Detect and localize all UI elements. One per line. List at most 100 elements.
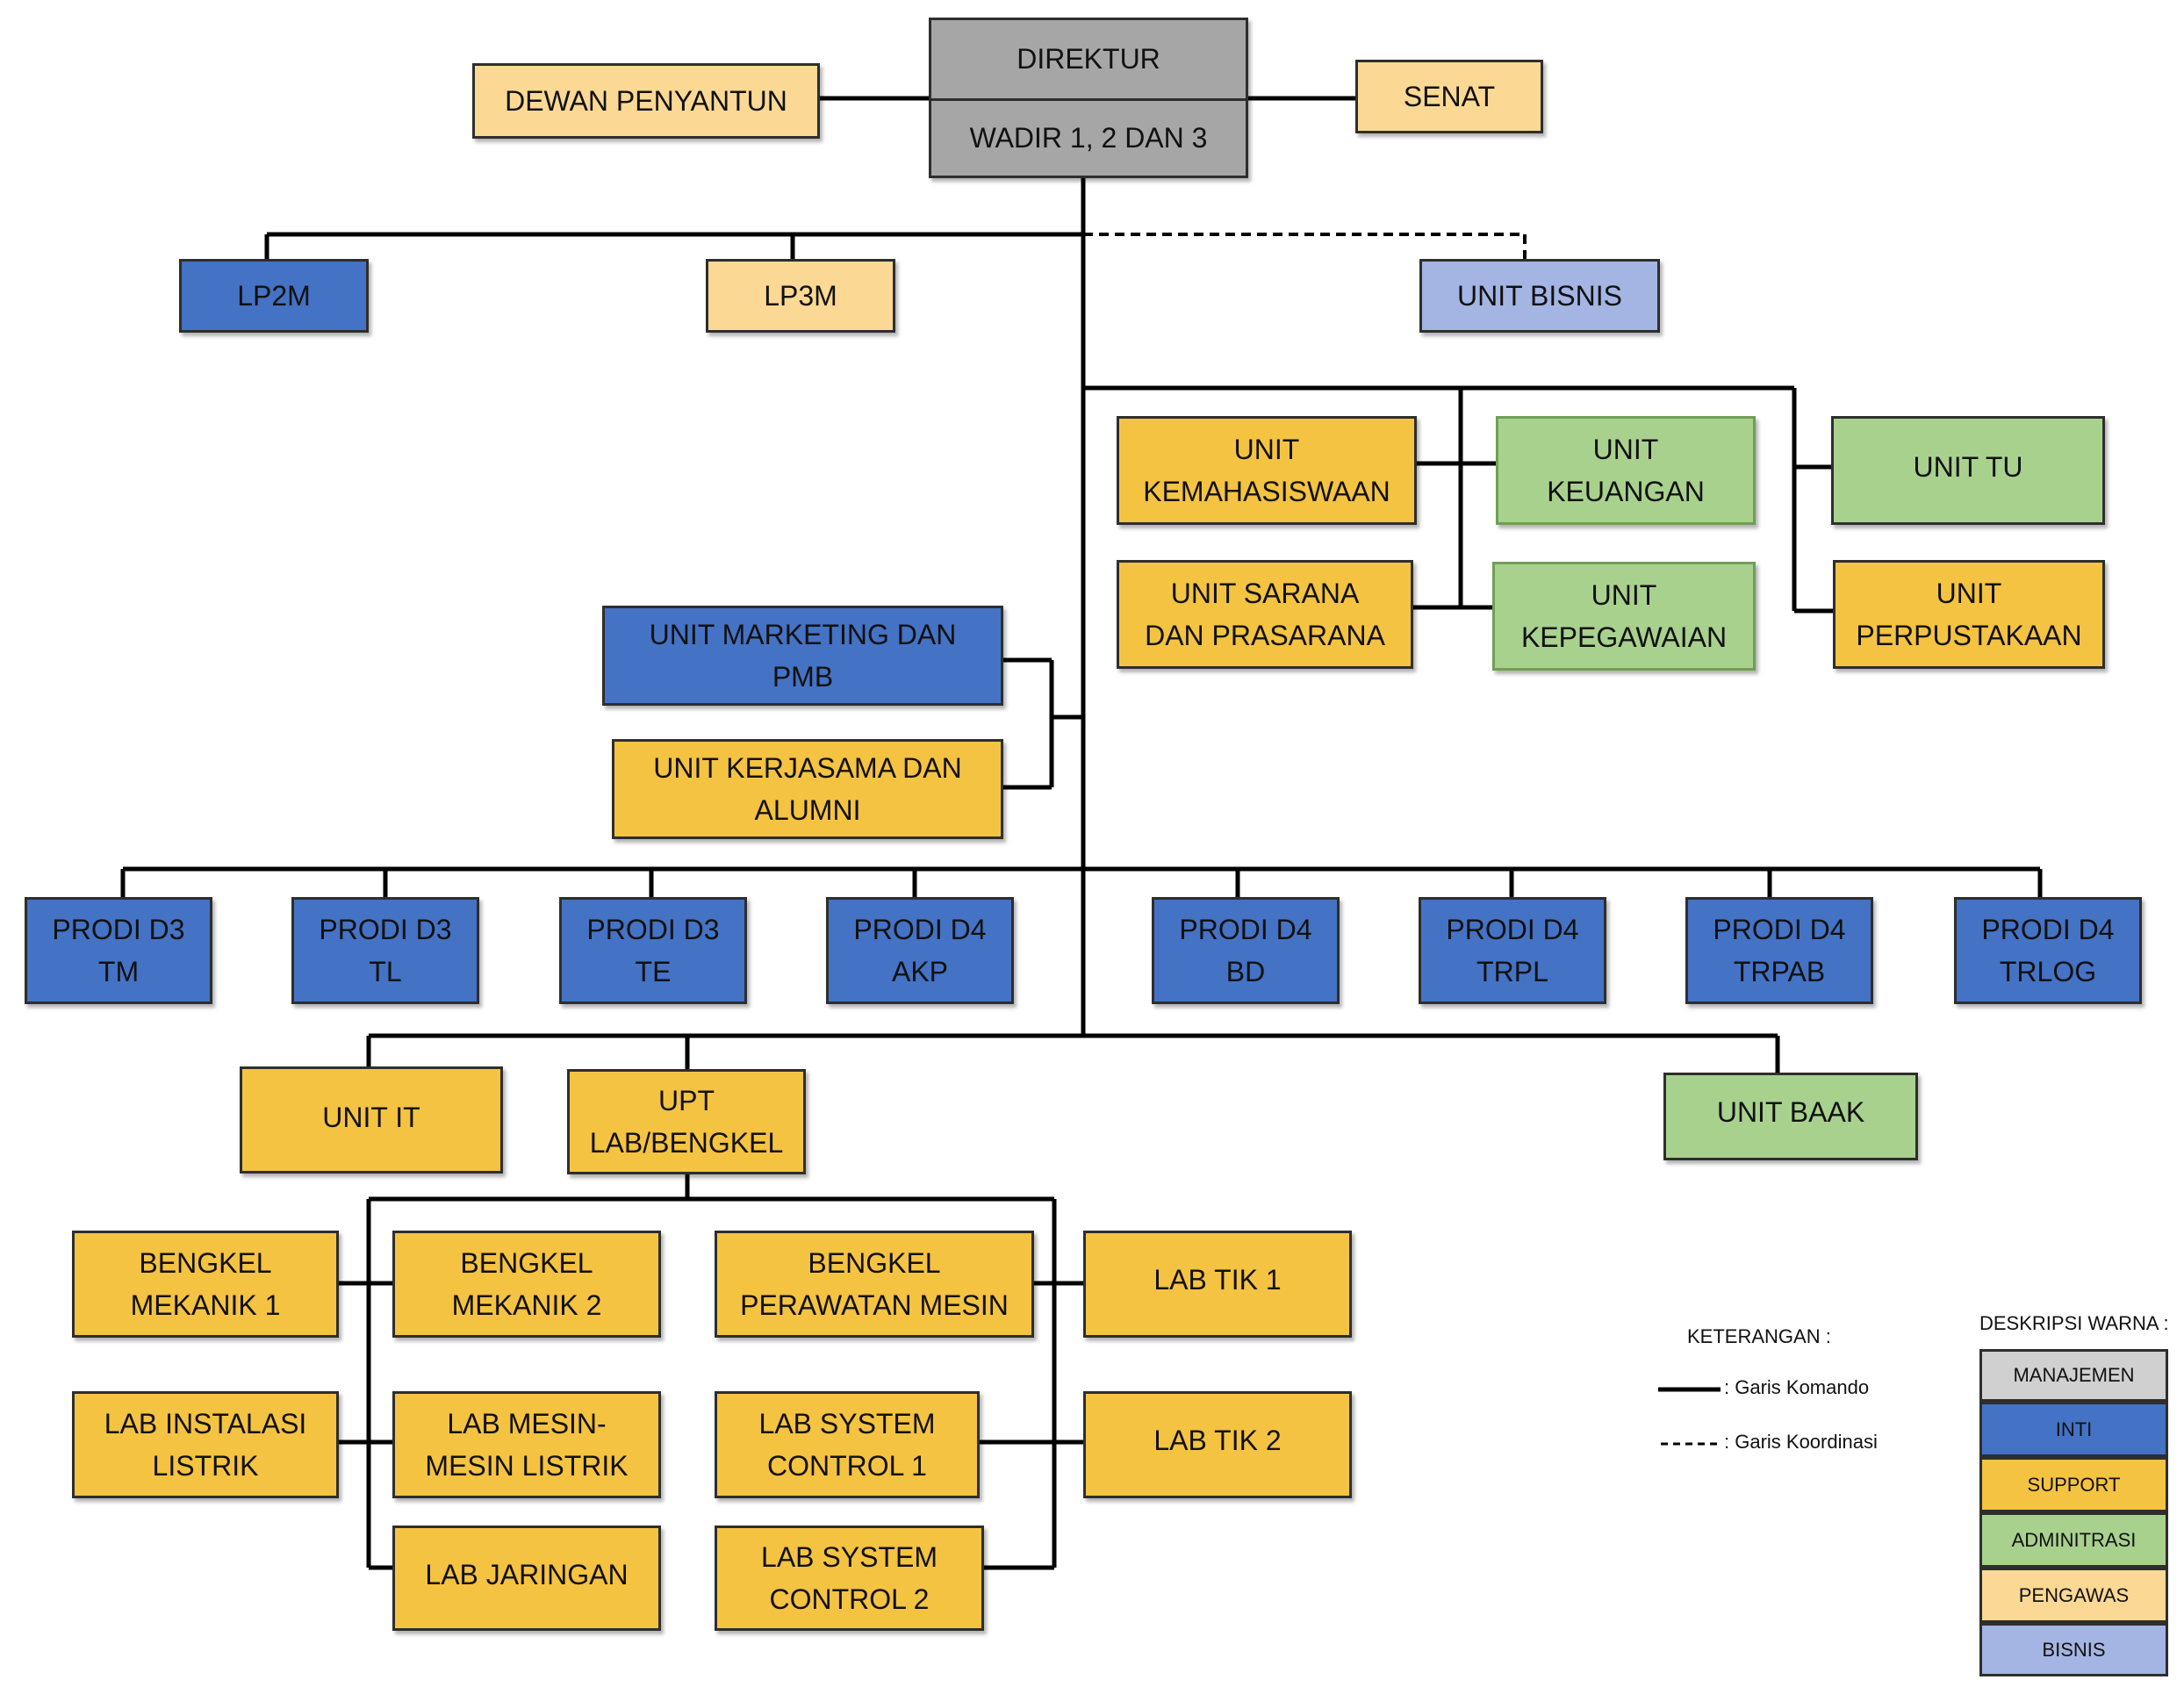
prodi-line1: PRODI D4	[853, 914, 987, 945]
prodi-line1: PRODI D4	[1713, 914, 1846, 945]
prodi-line1: PRODI D3	[586, 914, 720, 945]
upt-lab-box: UPT LAB/BENGKEL	[567, 1069, 806, 1174]
prodi-line1: PRODI D4	[1446, 914, 1579, 945]
prodi-d3-te-box: PRODI D3 TE	[559, 897, 747, 1004]
senat-box: SENAT	[1355, 60, 1543, 133]
wadir-label: WADIR 1, 2 DAN 3	[969, 122, 1208, 154]
swatch-manajemen-label: MANAJEMEN	[2013, 1364, 2135, 1386]
bengkel-mekanik-2-line2: MEKANIK 2	[451, 1289, 602, 1321]
prodi-d3-tm-box: PRODI D3 TM	[25, 897, 212, 1004]
unit-tu-label: UNIT TU	[1913, 451, 2023, 483]
unit-kemahasiswaan-line2: KEMAHASISWAAN	[1143, 476, 1390, 507]
unit-keuangan-box: UNIT KEUANGAN	[1496, 416, 1756, 525]
prodi-d4-trpab-box: PRODI D4 TRPAB	[1685, 897, 1873, 1004]
dewan-penyantun-label: DEWAN PENYANTUN	[505, 85, 787, 117]
dewan-penyantun-box: DEWAN PENYANTUN	[472, 63, 820, 139]
unit-keuangan-line1: UNIT	[1592, 434, 1659, 465]
garis-koordinasi-label: : Garis Koordinasi	[1724, 1431, 1878, 1453]
prodi-line1: PRODI D3	[319, 914, 452, 945]
unit-marketing-line2: PMB	[772, 661, 834, 693]
prodi-line1: PRODI D4	[1179, 914, 1312, 945]
lab-system-1-line1: LAB SYSTEM	[758, 1408, 936, 1439]
lab-system-2-box: LAB SYSTEM CONTROL 2	[715, 1525, 984, 1631]
direktur-divider	[931, 97, 1246, 101]
lp2m-label: LP2M	[237, 280, 311, 312]
bengkel-perawatan-line1: BENGKEL	[808, 1247, 941, 1279]
unit-kepegawaian-line2: KEPEGAWAIAN	[1520, 621, 1728, 653]
unit-kemahasiswaan-line1: UNIT	[1233, 434, 1300, 465]
prodi-d3-tl-box: PRODI D3 TL	[291, 897, 479, 1004]
lab-system-2-line2: CONTROL 2	[769, 1583, 930, 1615]
swatch-inti: INTI	[1979, 1402, 2168, 1457]
prodi-line1: PRODI D3	[52, 914, 185, 945]
keterangan-title: KETERANGAN :	[1687, 1325, 1831, 1343]
swatch-pengawas: PENGAWAS	[1979, 1568, 2168, 1623]
lab-system-1-box: LAB SYSTEM CONTROL 1	[715, 1391, 980, 1498]
swatch-inti-label: INTI	[2055, 1418, 2093, 1440]
swatch-administrasi: ADMINITRASI	[1979, 1512, 2168, 1568]
lab-instalasi-line1: LAB INSTALASI	[104, 1408, 307, 1439]
unit-perpustakaan-line2: PERPUSTAKAAN	[1856, 620, 2082, 651]
bengkel-perawatan-box: BENGKEL PERAWATAN MESIN	[715, 1231, 1034, 1338]
unit-tu-box: UNIT TU	[1831, 416, 2105, 525]
bengkel-mekanik-1-line1: BENGKEL	[139, 1247, 272, 1279]
unit-kerjasama-line1: UNIT KERJASAMA DAN	[653, 752, 962, 784]
swatch-support-label: SUPPORT	[2027, 1473, 2121, 1496]
unit-perpustakaan-box: UNIT PERPUSTAKAAN	[1833, 560, 2105, 669]
lab-system-1-line2: CONTROL 1	[767, 1450, 927, 1482]
keterangan-title-wrap: KETERANGAN :	[1684, 1324, 1859, 1343]
prodi-line2: TRLOG	[1999, 956, 2097, 987]
lab-mesin-line2: MESIN LISTRIK	[425, 1450, 629, 1482]
unit-bisnis-box: UNIT BISNIS	[1419, 259, 1660, 333]
swatch-bisnis-label: BISNIS	[2042, 1638, 2106, 1661]
unit-baak-label: UNIT BAAK	[1716, 1096, 1865, 1128]
unit-baak-box: UNIT BAAK	[1663, 1073, 1918, 1160]
unit-perpustakaan-line1: UNIT	[1936, 578, 2002, 609]
unit-kepegawaian-line1: UNIT	[1591, 579, 1657, 611]
swatch-support: SUPPORT	[1979, 1457, 2168, 1512]
unit-sarana-line2: DAN PRASARANA	[1145, 620, 1385, 651]
lab-tik-2-label: LAB TIK 2	[1153, 1425, 1282, 1456]
swatch-administrasi-label: ADMINITRASI	[2011, 1528, 2137, 1551]
unit-kemahasiswaan-box: UNIT KEMAHASISWAAN	[1117, 416, 1417, 525]
prodi-line2: TL	[369, 956, 402, 987]
unit-marketing-box: UNIT MARKETING DAN PMB	[602, 606, 1003, 706]
lab-instalasi-line2: LISTRIK	[152, 1450, 259, 1482]
prodi-line2: BD	[1225, 956, 1266, 987]
prodi-d4-akp-box: PRODI D4 AKP	[826, 897, 1014, 1004]
lp2m-box: LP2M	[179, 259, 369, 333]
lp3m-label: LP3M	[764, 280, 837, 312]
direktur-box: DIREKTUR WADIR 1, 2 DAN 3	[929, 18, 1248, 178]
prodi-line2: TM	[97, 956, 140, 987]
lab-tik-1-box: LAB TIK 1	[1083, 1231, 1352, 1338]
bengkel-mekanik-1-box: BENGKEL MEKANIK 1	[72, 1231, 339, 1338]
prodi-line2: TE	[635, 956, 672, 987]
prodi-line2: AKP	[891, 956, 949, 987]
senat-label: SENAT	[1403, 81, 1496, 112]
prodi-line2: TRPAB	[1733, 956, 1826, 987]
bengkel-mekanik-1-line2: MEKANIK 1	[130, 1289, 281, 1321]
unit-sarana-box: UNIT SARANA DAN PRASARANA	[1117, 560, 1413, 669]
prodi-d4-bd-box: PRODI D4 BD	[1152, 897, 1340, 1004]
prodi-line2: TRPL	[1476, 956, 1548, 987]
bengkel-perawatan-line2: PERAWATAN MESIN	[740, 1289, 1009, 1321]
lab-tik-2-box: LAB TIK 2	[1083, 1391, 1352, 1498]
prodi-d4-trlog-box: PRODI D4 TRLOG	[1954, 897, 2142, 1004]
unit-kerjasama-box: UNIT KERJASAMA DAN ALUMNI	[612, 739, 1003, 839]
unit-it-label: UNIT IT	[322, 1102, 420, 1133]
lab-jaringan-label: LAB JARINGAN	[425, 1559, 629, 1590]
swatch-pengawas-label: PENGAWAS	[2018, 1583, 2130, 1606]
direktur-label: DIREKTUR	[1017, 43, 1160, 75]
unit-it-box: UNIT IT	[240, 1066, 503, 1174]
unit-kepegawaian-box: UNIT KEPEGAWAIAN	[1492, 562, 1756, 671]
bengkel-mekanik-2-box: BENGKEL MEKANIK 2	[392, 1231, 661, 1338]
swatch-manajemen: MANAJEMEN	[1979, 1349, 2168, 1402]
prodi-line1: PRODI D4	[1981, 914, 2115, 945]
unit-kerjasama-line2: ALUMNI	[754, 794, 861, 826]
upt-lab-line2: LAB/BENGKEL	[589, 1127, 784, 1159]
upt-lab-line1: UPT	[658, 1085, 715, 1116]
swatch-bisnis: BISNIS	[1979, 1623, 2168, 1676]
lab-instalasi-box: LAB INSTALASI LISTRIK	[72, 1391, 339, 1498]
